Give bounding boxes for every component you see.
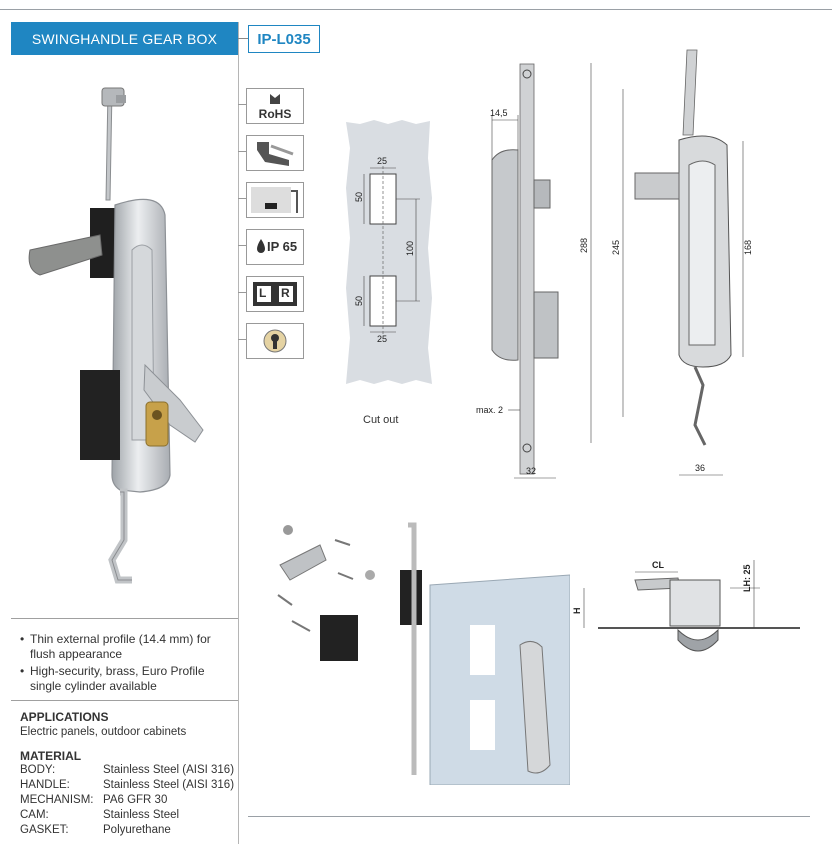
icon-tick <box>238 245 246 246</box>
feature-item: High-security, brass, Euro Profile singl… <box>20 664 232 694</box>
cutout-spacing: 100 <box>405 241 415 256</box>
side-depth-dim: 14,5 <box>490 108 508 118</box>
front-mid-dim: 245 <box>611 240 621 255</box>
info-divider-middle <box>11 700 238 701</box>
material-value: Polyurethane <box>103 824 171 836</box>
cutout-w-top: 25 <box>377 156 387 166</box>
section-cl-dim: CL <box>652 560 664 570</box>
bottom-rule <box>248 816 810 817</box>
left-label: L <box>259 286 267 300</box>
profile-rail-icon <box>246 135 304 171</box>
material-key: MECHANISM: <box>20 794 94 806</box>
exploded-view-drawing <box>277 522 570 785</box>
section-lh-dim: LH: 25 <box>742 564 752 592</box>
product-code: IP-L035 <box>248 25 320 53</box>
material-key: CAM: <box>20 809 49 821</box>
material-value: Stainless Steel (AISI 316) <box>103 764 235 776</box>
top-rule <box>0 9 832 10</box>
front-width-dim: 36 <box>695 463 705 473</box>
applications-text: Electric panels, outdoor cabinets <box>20 726 187 738</box>
title-connector <box>238 38 248 39</box>
cutout-drawing: 25 50 100 50 25 <box>346 120 432 384</box>
icon-tick <box>238 198 246 199</box>
cutout-h-bottom: 50 <box>354 296 364 306</box>
front-overall-dim: 288 <box>579 238 589 253</box>
icon-tick <box>238 292 246 293</box>
material-row: HANDLE: Stainless Steel (AISI 316) <box>20 779 235 793</box>
cutout-caption: Cut out <box>363 414 399 426</box>
rohs-icon: RoHS <box>246 88 304 124</box>
side-view-drawing: 14,5 max. 2 32 <box>476 63 559 479</box>
material-key: BODY: <box>20 764 56 776</box>
side-max-dim: max. 2 <box>476 405 503 415</box>
material-value: PA6 GFR 30 <box>103 794 168 806</box>
material-value: Stainless Steel <box>103 809 180 821</box>
info-divider-top <box>11 618 238 619</box>
section-view-drawing: CL LH: 25 H <box>572 560 800 652</box>
cutout-w-bottom: 25 <box>377 334 387 344</box>
material-key: HANDLE: <box>20 779 70 791</box>
right-label: R <box>281 286 290 300</box>
front-view-drawing: 288 245 168 36 <box>579 49 753 476</box>
column-divider <box>238 22 239 844</box>
material-heading: MATERIAL <box>20 749 82 763</box>
feature-list: Thin external profile (14.4 mm) for flus… <box>20 632 232 696</box>
panel-mount-icon <box>246 182 304 218</box>
applications-heading: APPLICATIONS <box>20 710 109 724</box>
ip-rating-label: IP 65 <box>267 239 298 254</box>
icon-tick <box>238 151 246 152</box>
product-title: SWINGHANDLE GEAR BOX <box>11 22 238 55</box>
material-row: GASKET: Polyurethane <box>20 824 235 838</box>
icon-tick <box>238 104 246 105</box>
section-h-dim: H <box>572 608 582 615</box>
rohs-label: RoHS <box>258 107 292 121</box>
euro-cylinder-icon <box>246 323 304 359</box>
left-right-icon: L R <box>246 276 304 312</box>
side-width-dim: 32 <box>526 466 536 476</box>
material-value: Stainless Steel (AISI 316) <box>103 779 235 791</box>
material-key: GASKET: <box>20 824 69 836</box>
material-row: BODY: Stainless Steel (AISI 316) <box>20 764 235 778</box>
icon-tick <box>238 339 246 340</box>
cutout-h-top: 50 <box>354 192 364 202</box>
material-row: MECHANISM: PA6 GFR 30 <box>20 794 235 808</box>
feature-item: Thin external profile (14.4 mm) for flus… <box>20 632 232 662</box>
product-photo <box>28 87 204 584</box>
front-handle-dim: 168 <box>743 240 753 255</box>
ip-rating-icon: IP 65 <box>246 229 304 265</box>
material-row: CAM: Stainless Steel <box>20 809 235 823</box>
